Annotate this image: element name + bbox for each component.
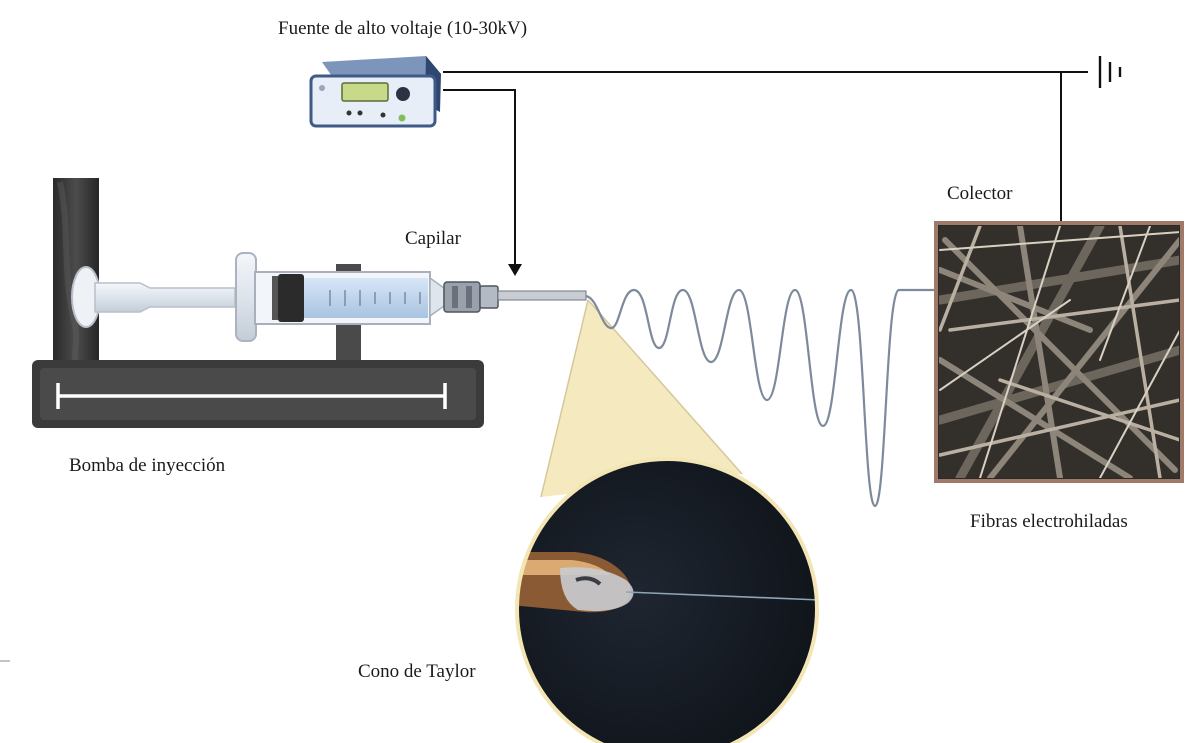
- taylor-cone-inset: [515, 457, 819, 743]
- collector-label: Colector: [947, 183, 1013, 204]
- syringe-pump-icon: [32, 178, 484, 428]
- collector-fibers-image: [934, 221, 1184, 483]
- fibers-label: Fibras electrohiladas: [970, 511, 1128, 532]
- power-supply-label: Fuente de alto voltaje (10-30kV): [278, 18, 528, 39]
- electrospinning-jet: [585, 288, 939, 508]
- pump-label: Bomba de inyección: [69, 455, 226, 476]
- circuit-wires: [443, 71, 1088, 276]
- ground-icon: [1098, 56, 1122, 88]
- syringe-icon: [71, 252, 587, 342]
- taylor-cone-label: Cono de Taylor: [358, 661, 476, 682]
- capillary-label: Capilar: [405, 228, 461, 249]
- taylor-cone-highlight: [541, 300, 742, 497]
- wire-arrowhead: [508, 264, 522, 276]
- high-voltage-supply-icon: [309, 56, 441, 128]
